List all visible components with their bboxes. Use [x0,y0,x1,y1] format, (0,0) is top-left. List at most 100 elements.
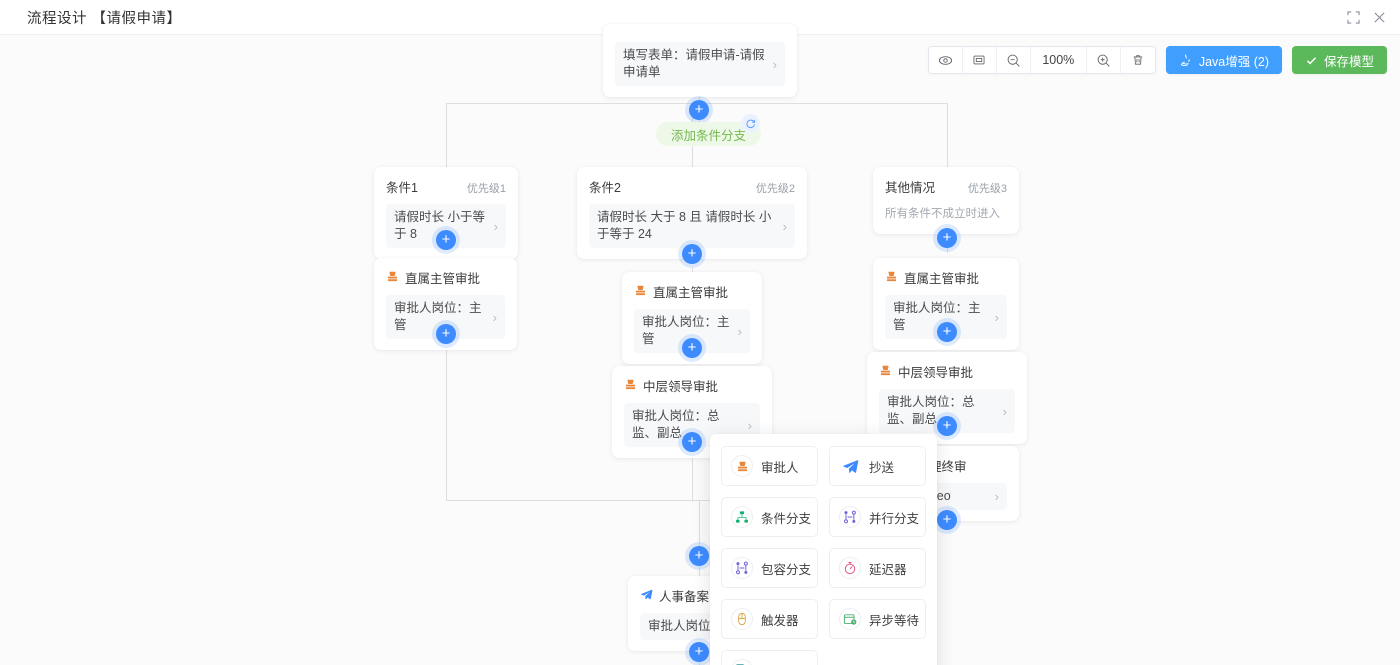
condition-card-2-header: 条件2 优先级2 [589,177,795,196]
menu-item-inclusive-branch[interactable]: 包容分支 [721,548,818,588]
add-node-button-b3-3[interactable]: + [937,416,957,436]
send-icon [640,588,653,604]
node-b3-direct-supervisor-label: 直属主管审批 [904,272,980,286]
menu-item-parallel-branch-label: 并行分支 [869,511,920,526]
stamp-icon [634,284,647,300]
condition-card-3[interactable]: 其他情况 优先级3 所有条件不成立时进入 [873,167,1019,234]
add-node-button-start[interactable]: + [689,100,709,120]
chevron-right-icon: › [493,218,498,234]
condition-card-1-expression-text: 请假时长 小于等于 8 [394,210,485,241]
branch-icon [731,557,753,579]
preview-icon[interactable] [928,47,963,73]
chevron-right-icon: › [994,309,999,325]
node-b3-direct-supervisor-title: 直属主管审批 [885,268,1007,287]
condition-card-2-name: 条件2 [589,181,621,195]
connector-trunk-merge [699,500,700,568]
add-node-button-b3-4[interactable]: + [937,510,957,530]
add-node-button-b1-2[interactable]: + [436,324,456,344]
add-node-button-hr[interactable]: + [689,642,709,662]
condition-card-3-priority: 优先级3 [967,183,1007,195]
connector-branch1-down [446,103,447,167]
check-icon [1306,56,1317,64]
page-title: 流程设计 【请假申请】 [27,10,182,27]
condition-card-3-header: 其他情况 优先级3 [885,177,1007,196]
java-enhance-button[interactable]: Java增强 (2) [1165,46,1282,74]
condition-card-3-expression-text: 所有条件不成立时进入 [885,208,1000,220]
chevron-right-icon: › [994,489,999,504]
zoom-value[interactable]: 100% [1030,47,1087,73]
java-icon [1180,54,1190,66]
fit-screen-icon[interactable] [962,47,997,73]
node-b2-direct-supervisor-body[interactable]: 审批人岗位：主管 › [634,309,750,353]
condition-card-1-priority: 优先级1 [466,183,506,195]
menu-item-inclusive-branch-label: 包容分支 [761,562,812,577]
menu-item-async-wait[interactable]: 异步等待 [829,599,926,639]
chevron-right-icon: › [492,309,497,325]
condition-card-2-expression[interactable]: 请假时长 大于 8 且 请假时长 小于等于 24 › [589,204,795,248]
node-b3-mid-leader-body-text: 审批人岗位：总监、副总 [887,395,975,426]
menu-item-cc[interactable]: 抄送 [829,446,926,486]
calendar-clock-icon [839,608,861,630]
add-node-button-b2-3[interactable]: + [682,432,702,452]
zoom-tool-group: 100% [927,46,1156,74]
node-b2-direct-supervisor-body-text: 审批人岗位：主管 [642,315,730,346]
branch-icon [839,506,861,528]
add-node-button-b3-2[interactable]: + [937,322,957,342]
mouse-icon [731,608,753,630]
canvas-toolbar: 100% Java增强 (2) [927,46,1387,74]
condition-card-1-name: 条件1 [386,181,418,195]
connector-branch-bar-bottom [446,500,947,501]
menu-item-condition-branch[interactable]: 条件分支 [721,497,818,537]
add-node-button-b3-1[interactable]: + [937,228,957,248]
node-b2-direct-supervisor-title: 直属主管审批 [634,282,750,301]
chevron-right-icon: › [782,218,787,234]
node-b2-mid-leader-body-text: 审批人岗位：总监、副总 [632,409,720,440]
node-b2-mid-leader-label: 中层领导审批 [643,380,719,394]
node-hr-record-label: 人事备案 [659,590,710,604]
subprocess-icon [731,659,753,665]
condition-card-1-header: 条件1 优先级1 [386,177,506,196]
connector-branch3-down [947,103,948,167]
menu-item-subprocess[interactable]: 子流程 [721,650,818,665]
java-enhance-label: Java增强 (2) [1198,54,1269,69]
stamp-icon [885,270,898,286]
add-node-button-b2-2[interactable]: + [682,338,702,358]
chevron-right-icon: › [1002,403,1007,419]
menu-item-trigger-label: 触发器 [761,613,799,628]
condition-card-2-expression-text: 请假时长 大于 8 且 请假时长 小于等于 24 [597,210,772,241]
node-b1-direct-supervisor-label: 直属主管审批 [405,272,481,286]
menu-item-trigger[interactable]: 触发器 [721,599,818,639]
node-type-popup-menu: 审批人 抄送 条件分支 [710,434,937,665]
menu-item-parallel-branch[interactable]: 并行分支 [829,497,926,537]
flow-canvas[interactable]: 填写表单：请假申请-请假申请单 › + 添加条件分支 条件1 优先级1 请假时长… [0,24,1400,665]
fullscreen-icon[interactable] [1346,11,1360,25]
node-start-form-text: 填写表单：请假申请-请假申请单 [623,48,765,79]
save-model-label: 保存模型 [1323,54,1374,69]
add-node-button-merge[interactable]: + [689,546,709,566]
save-model-button[interactable]: 保存模型 [1291,46,1387,74]
node-hr-record-title: 人事备案 [640,586,759,605]
window-controls [1346,0,1386,35]
delete-icon[interactable] [1120,47,1155,73]
refresh-branch-icon[interactable] [741,114,760,133]
close-icon[interactable] [1372,11,1386,25]
node-b2-direct-supervisor-label: 直属主管审批 [653,286,729,300]
stamp-icon [624,378,637,394]
menu-item-approver[interactable]: 审批人 [721,446,818,486]
add-node-button-b1-1[interactable]: + [436,230,456,250]
chevron-right-icon: › [772,56,777,72]
add-node-button-b2-1[interactable]: + [682,244,702,264]
node-start-form-body[interactable]: 填写表单：请假申请-请假申请单 › [615,42,785,86]
node-start-form[interactable]: 填写表单：请假申请-请假申请单 › [603,24,797,97]
stamp-icon [386,270,399,286]
condition-card-2[interactable]: 条件2 优先级2 请假时长 大于 8 且 请假时长 小于等于 24 › [577,167,807,259]
zoom-in-icon[interactable] [1086,47,1121,73]
menu-item-delay[interactable]: 延迟器 [829,548,926,588]
node-b3-mid-leader-label: 中层领导审批 [898,366,974,380]
menu-item-condition-branch-label: 条件分支 [761,511,812,526]
chevron-right-icon: › [747,417,752,433]
zoom-out-icon[interactable] [996,47,1031,73]
stamp-icon [731,455,753,477]
connector-b1-seg3 [446,334,447,500]
